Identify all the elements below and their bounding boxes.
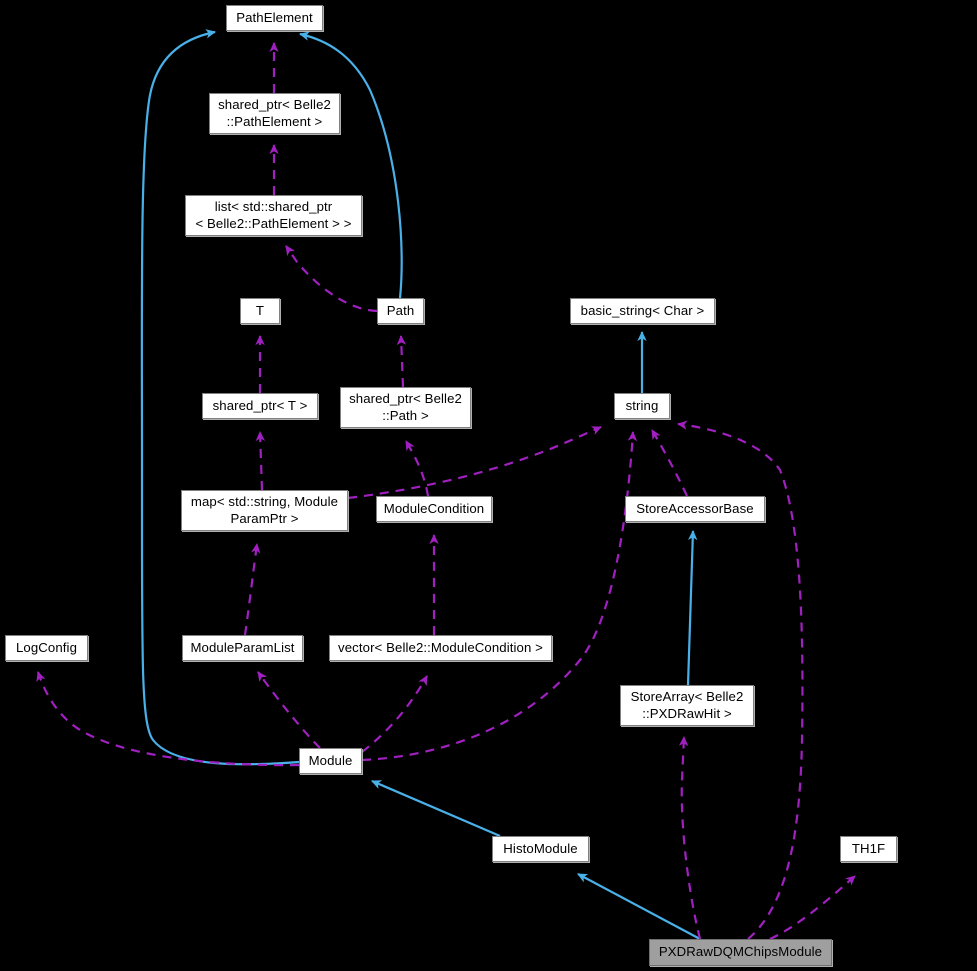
class-node-label: map< std::string, Module ParamPtr > xyxy=(190,494,339,526)
class-node-T[interactable]: T xyxy=(240,298,280,324)
class-node-Module[interactable]: Module xyxy=(299,748,362,774)
class-node-label: LogConfig xyxy=(15,639,78,655)
class-node-label: Path xyxy=(386,302,415,318)
class-node-label: list< std::shared_ptr < Belle2::PathElem… xyxy=(195,199,352,231)
edge-pxdrawdqmchipsmodule-to-storearray xyxy=(678,736,702,940)
class-node-HistoModule[interactable]: HistoModule xyxy=(492,836,589,862)
class-node-StoreArray_PXDRawHit[interactable]: StoreArray< Belle2 ::PXDRawHit > xyxy=(620,685,754,726)
class-node-string[interactable]: string xyxy=(614,393,670,419)
class-node-Path[interactable]: Path xyxy=(377,298,424,324)
edge-module-to-string xyxy=(361,431,638,762)
class-node-label: T xyxy=(255,302,265,318)
class-node-shared_ptr_T[interactable]: shared_ptr< T > xyxy=(202,393,318,419)
usage-edges xyxy=(36,42,856,940)
edge-storeaccessorbase-to-string xyxy=(651,429,688,497)
class-node-label: StoreArray< Belle2 ::PXDRawHit > xyxy=(630,689,744,721)
edge-map-to-sharedptrt xyxy=(255,431,266,491)
edge-module-to-pathelement xyxy=(140,29,300,766)
class-node-label: TH1F xyxy=(851,840,886,856)
edge-storearray-to-storeaccessorbase xyxy=(686,530,698,686)
edge-histomodule-to-module xyxy=(371,779,501,838)
edge-moduleparamlist-to-map xyxy=(243,543,261,636)
edge-path-to-pathelement xyxy=(299,31,403,299)
edge-map-to-string xyxy=(347,425,602,500)
class-node-ModuleCondition[interactable]: ModuleCondition xyxy=(376,496,492,522)
class-node-label: shared_ptr< Belle2 ::Path > xyxy=(349,391,462,423)
edge-module-to-vectormodulecondition xyxy=(361,675,428,753)
edge-pxdrawdqmchipsmodule-to-th1f xyxy=(769,875,856,940)
edge-path-to-list xyxy=(285,245,378,313)
edge-module-to-moduleparamlist xyxy=(257,671,321,749)
class-node-label: shared_ptr< Belle2 ::PathElement > xyxy=(218,97,331,129)
class-node-PXDRawDQMChipsModule[interactable]: PXDRawDQMChipsModule xyxy=(649,939,832,966)
class-node-LogConfig[interactable]: LogConfig xyxy=(5,635,88,661)
class-node-StoreAccessorBase[interactable]: StoreAccessorBase xyxy=(625,496,765,522)
class-node-label: PathElement xyxy=(236,9,313,25)
class-node-label: basic_string< Char > xyxy=(580,302,705,318)
class-node-TH1F[interactable]: TH1F xyxy=(840,836,897,862)
class-node-map_string_ModuleParamPtr[interactable]: map< std::string, Module ParamPtr > xyxy=(181,490,348,531)
class-node-ModuleParamList[interactable]: ModuleParamList xyxy=(182,635,303,661)
edge-modulecondition-to-sharedptrpath xyxy=(405,440,430,497)
edge-pxdrawdqmchipsmodule-to-histomodule xyxy=(577,873,701,940)
class-node-label: StoreAccessorBase xyxy=(636,500,754,516)
class-node-vector_ModuleCondition[interactable]: vector< Belle2::ModuleCondition > xyxy=(329,635,552,661)
class-node-shared_ptr_Path[interactable]: shared_ptr< Belle2 ::Path > xyxy=(340,387,471,428)
class-node-label: ModuleCondition xyxy=(383,500,485,516)
class-node-label: string xyxy=(625,397,659,413)
class-node-label: Module xyxy=(308,752,353,768)
edge-pxdrawdqmchipsmodule-to-string xyxy=(677,420,804,940)
class-node-label: vector< Belle2::ModuleCondition > xyxy=(338,639,543,655)
class-node-shared_ptr_PathElement[interactable]: shared_ptr< Belle2 ::PathElement > xyxy=(209,93,340,134)
class-node-PathElement[interactable]: PathElement xyxy=(226,5,323,31)
inheritance-edges xyxy=(140,29,701,940)
class-node-basic_string_Char[interactable]: basic_string< Char > xyxy=(570,298,715,324)
class-node-label: PXDRawDQMChipsModule xyxy=(658,944,823,960)
class-node-label: ModuleParamList xyxy=(190,639,295,655)
class-node-list_shared_ptr_PathElement[interactable]: list< std::shared_ptr < Belle2::PathElem… xyxy=(185,195,362,236)
class-node-label: HistoModule xyxy=(503,840,578,856)
edge-sharedptrpath-to-path xyxy=(396,335,407,388)
edge-module-to-logconfig xyxy=(36,671,300,767)
class-node-label: shared_ptr< T > xyxy=(212,397,308,413)
